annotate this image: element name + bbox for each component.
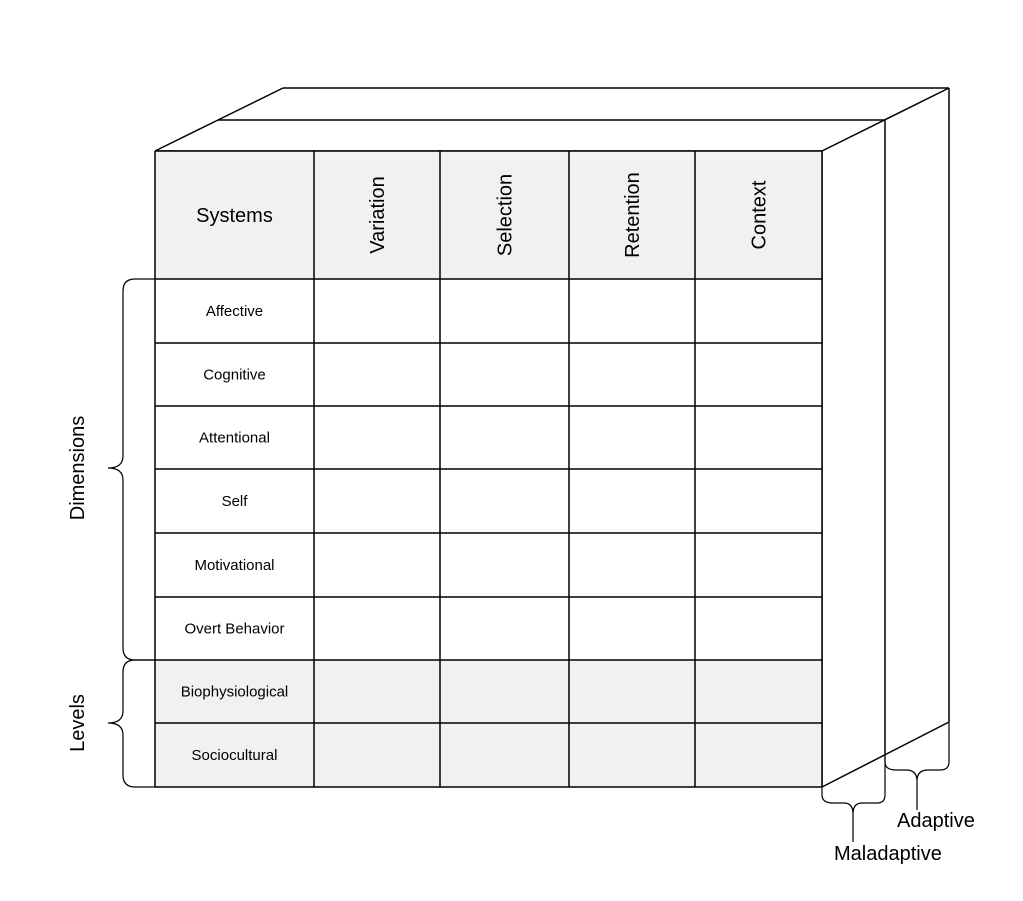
row-background bbox=[155, 279, 822, 343]
dimensions-brace bbox=[107, 278, 155, 661]
adaptive-label: Adaptive bbox=[897, 810, 975, 832]
top-left-slant-back bbox=[217, 87, 284, 121]
row-label-affective: Affective bbox=[206, 303, 263, 320]
maladaptive-brace bbox=[821, 755, 886, 815]
grid-header: Systems Variation Selection Retention Co… bbox=[196, 172, 770, 258]
dimensions-label: Dimensions bbox=[67, 416, 89, 520]
top-left-slant-front bbox=[154, 119, 219, 152]
row-label-sociocultural: Sociocultural bbox=[192, 747, 278, 764]
row-label-self: Self bbox=[222, 493, 249, 510]
column-header-variation: Variation bbox=[367, 176, 389, 253]
row-background bbox=[155, 406, 822, 469]
row-background bbox=[155, 660, 822, 723]
top-right-slant bbox=[821, 87, 950, 152]
header-row-background bbox=[155, 151, 822, 279]
row-background bbox=[155, 469, 822, 533]
left-braces: Dimensions Levels bbox=[67, 278, 155, 788]
levels-label: Levels bbox=[67, 694, 89, 752]
row-background bbox=[155, 723, 822, 787]
grid-lines bbox=[154, 150, 823, 788]
depth-braces: Maladaptive Adaptive bbox=[821, 722, 975, 865]
bottom-right-slant bbox=[821, 721, 950, 788]
row-background bbox=[155, 343, 822, 406]
row-label-attentional: Attentional bbox=[199, 430, 270, 447]
grid-row-labels: Affective Cognitive Attentional Self Mot… bbox=[181, 303, 289, 764]
column-header-context: Context bbox=[749, 180, 771, 249]
adaptive-brace bbox=[884, 722, 950, 782]
systems-header-label: Systems bbox=[196, 205, 273, 227]
column-header-retention: Retention bbox=[622, 172, 644, 258]
row-label-cognitive: Cognitive bbox=[203, 367, 266, 384]
row-background bbox=[155, 533, 822, 597]
row-label-biophysiological: Biophysiological bbox=[181, 684, 289, 701]
column-header-selection: Selection bbox=[495, 174, 517, 256]
grid-cell-fills bbox=[155, 151, 822, 787]
levels-brace bbox=[107, 659, 155, 788]
row-background bbox=[155, 597, 822, 660]
row-label-overt-behavior: Overt Behavior bbox=[184, 621, 284, 638]
maladaptive-label: Maladaptive bbox=[834, 843, 942, 865]
row-label-motivational: Motivational bbox=[194, 557, 274, 574]
